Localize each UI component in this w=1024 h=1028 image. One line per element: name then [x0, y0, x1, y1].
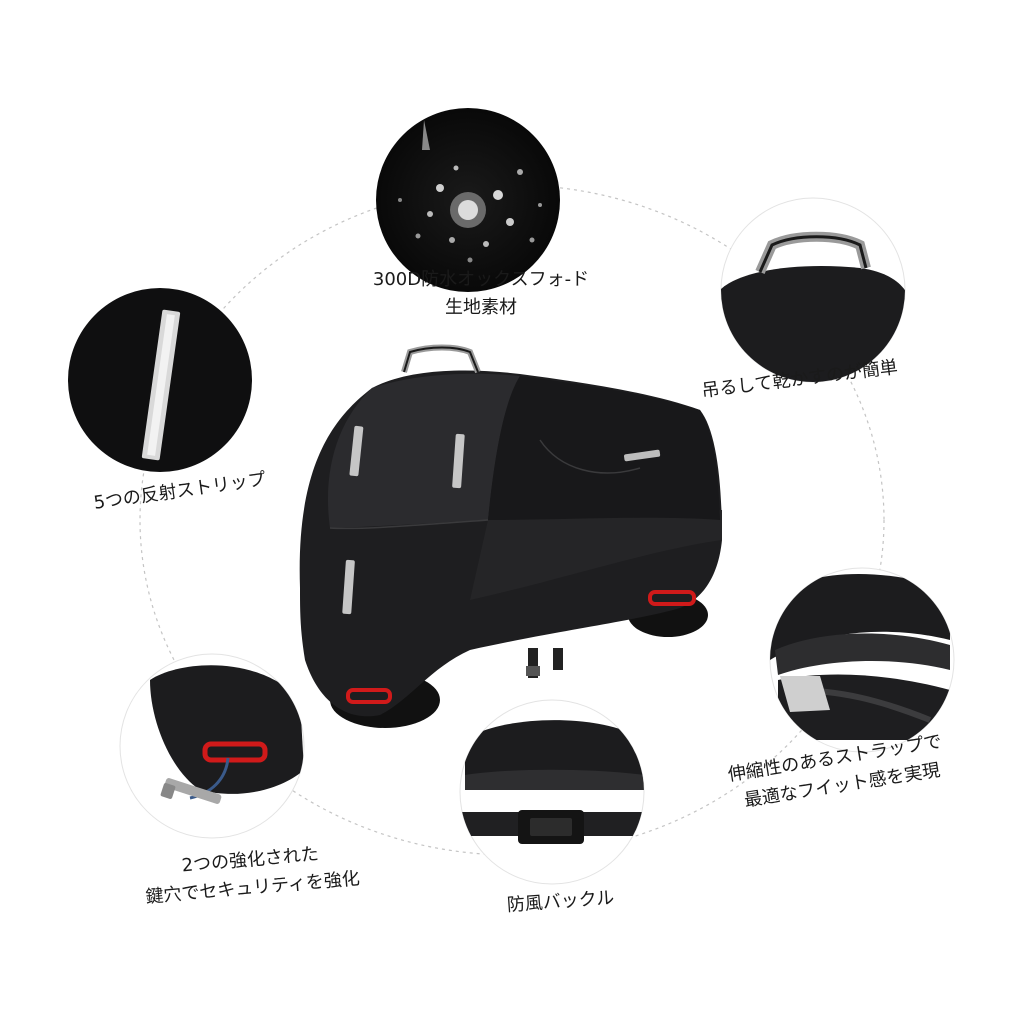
motorcycle-cover-image [299, 344, 722, 728]
lock-hole-icon [119, 653, 305, 839]
water-droplet-icon [376, 108, 560, 292]
feature-label-line: 300D防水オックスフォ-ド [372, 269, 590, 290]
elastic-hem-icon [769, 567, 955, 753]
reflective-strip-icon [68, 288, 252, 472]
feature-label-waterproof: 300D防水オックスフォ-ド 生地素材 [356, 266, 606, 322]
feature-label-line: 生地素材 [445, 296, 517, 318]
hanging-handle-icon [720, 197, 906, 383]
buckle-icon [459, 699, 645, 885]
